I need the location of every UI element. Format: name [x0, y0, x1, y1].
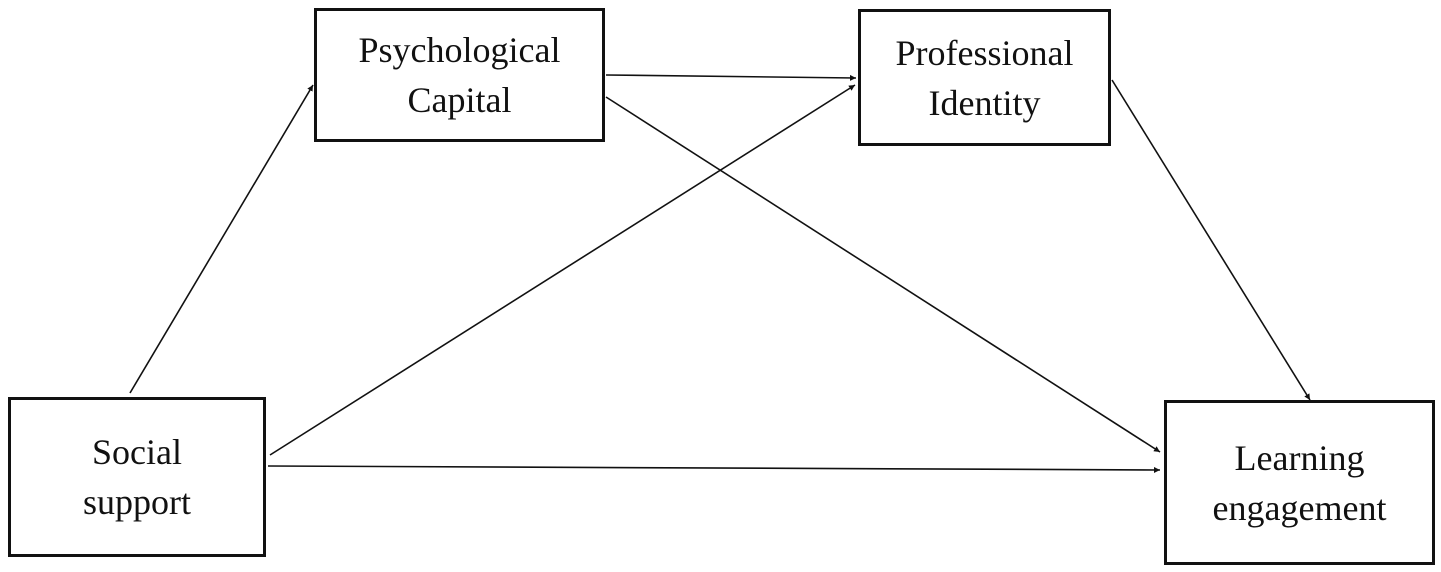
node-learning-engagement: Learning engagement	[1164, 400, 1435, 565]
node-professional-identity: Professional Identity	[858, 9, 1111, 146]
node-learning-engagement-line1: Learning	[1234, 437, 1365, 478]
node-professional-identity-line1: Professional	[895, 32, 1074, 73]
arrow-social-to-profid	[269, 84, 856, 456]
arrow-social-to-psycap	[129, 84, 314, 394]
node-learning-engagement-line2: engagement	[1212, 487, 1387, 528]
arrow-social-to-learning	[267, 465, 1161, 473]
arrow-psycap-to-learning	[605, 96, 1161, 453]
arrow-psycap-to-profid	[605, 74, 857, 81]
node-social-support: Social support	[8, 397, 266, 557]
node-social-support-line1: Social	[92, 432, 182, 472]
node-psychological-capital-line1: Psychological	[358, 30, 561, 70]
node-social-support-line2: support	[83, 482, 191, 522]
node-professional-identity-line2: Identity	[928, 82, 1041, 123]
node-psychological-capital: Psychological Capital	[314, 8, 605, 142]
node-psychological-capital-line2: Capital	[407, 80, 512, 120]
arrow-profid-to-learning	[1111, 79, 1311, 401]
